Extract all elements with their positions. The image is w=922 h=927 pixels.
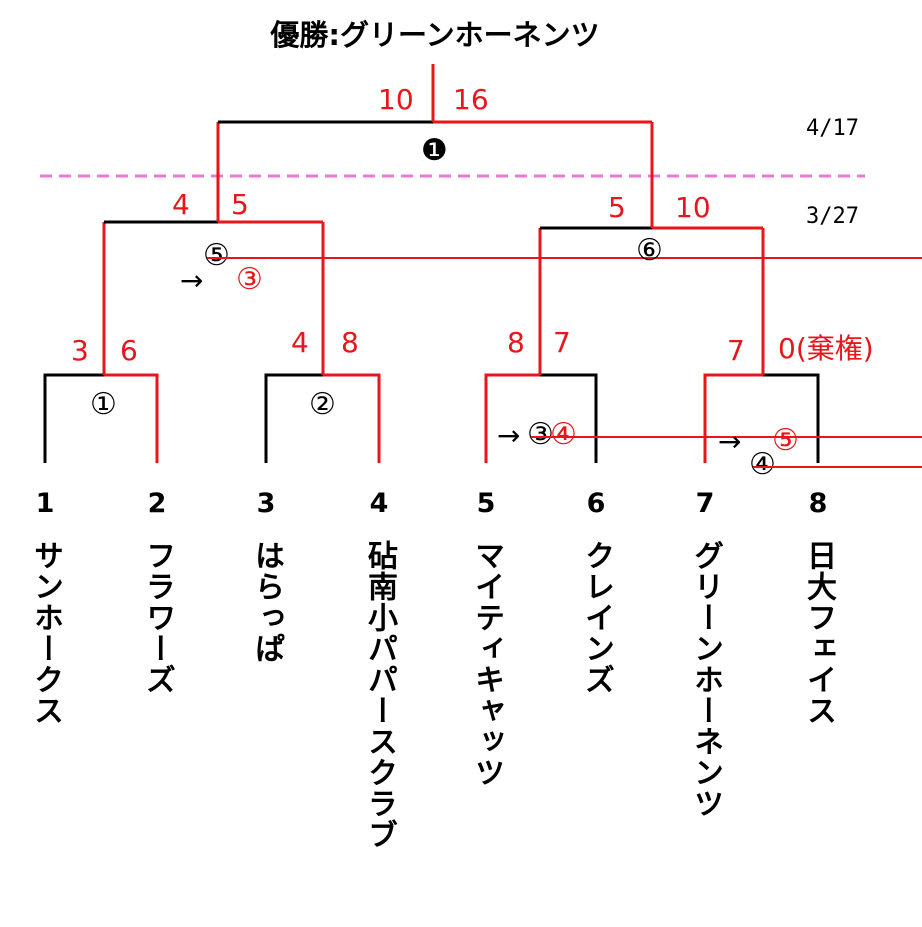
team-4-name: 砧南小パパースクラブ (362, 540, 397, 850)
team-6-seed: 6 (586, 488, 606, 519)
team-5-seed: 5 (476, 488, 496, 519)
match-3-old-number: ③ (527, 420, 922, 450)
team-3-name: はらっぱ (249, 540, 284, 664)
final-match-number: ❶ (421, 133, 448, 168)
match-4-arrow: → (718, 425, 742, 458)
team-5-name: マイティキャッツ (469, 540, 504, 788)
final-score-right: 16 (453, 83, 489, 116)
match-2-lines (264, 222, 381, 463)
semifinal-1-lines (104, 122, 323, 224)
semifinal-1-score-right: 5 (231, 188, 249, 221)
semifinal-1-arrow: → (180, 264, 204, 297)
match-3-score-right: 7 (553, 326, 571, 359)
team-1-name: サンホークス (28, 540, 63, 726)
match-3-lines (484, 228, 598, 463)
champion-title: 優勝:グリーンホーネンツ (270, 18, 600, 52)
match-3-arrow: → (497, 419, 521, 452)
match-2-score-left: 4 (291, 326, 309, 359)
match-4-lines (703, 228, 820, 463)
team-4-seed: 4 (369, 488, 389, 519)
team-1-seed: 1 (35, 488, 55, 519)
semifinal-date: 3/27 (806, 204, 859, 229)
match-1-lines (43, 222, 159, 463)
team-2-seed: 2 (147, 488, 167, 519)
semifinal-1-score-left: 4 (172, 188, 190, 221)
match-1-score-left: 3 (71, 334, 89, 367)
team-2-name: フラワーズ (140, 540, 175, 695)
semifinal-1-old-number: ⑤ (203, 241, 922, 271)
match-4-score-left: 7 (727, 334, 745, 367)
team-6-name: クレインズ (579, 540, 614, 695)
team-7-name: グリーンホーネンツ (688, 540, 723, 819)
final-lines (218, 64, 652, 124)
final-date: 4/17 (806, 116, 859, 141)
match-2-score-right: 8 (341, 326, 359, 359)
match-4-score-right: 0(棄権) (778, 332, 874, 365)
team-8-seed: 8 (808, 488, 828, 519)
semifinal-2-score-right: 10 (675, 191, 711, 224)
final-score-left: 10 (378, 83, 414, 116)
semifinal-2-number: ⑥ (636, 233, 663, 268)
match-2-number: ② (309, 387, 336, 422)
match-1-score-right: 6 (120, 334, 138, 367)
match-1-number: ① (90, 387, 117, 422)
team-3-seed: 3 (256, 488, 276, 519)
semifinal-2-lines (540, 122, 763, 230)
match-3-new-number: ④ (550, 417, 577, 452)
match-3-score-left: 8 (507, 326, 525, 359)
match-4-new-number: ⑤ (772, 423, 799, 458)
team-7-seed: 7 (695, 488, 715, 519)
team-8-name: 日大フェイス (801, 540, 836, 726)
semifinal-1-new-number: ③ (236, 262, 263, 297)
match-4-old-number: ④ (749, 450, 922, 480)
semifinal-2-score-left: 5 (608, 191, 626, 224)
